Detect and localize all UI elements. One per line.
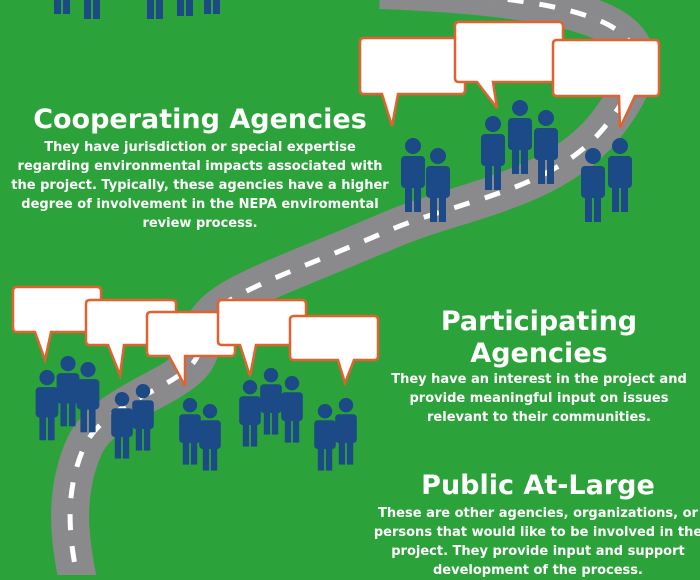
person-icon	[608, 138, 632, 212]
cooperating-agencies-title: Cooperating Agencies	[33, 104, 367, 135]
participating-agencies-title: Participating Agencies	[440, 306, 638, 369]
person-icon	[481, 116, 505, 190]
person-icon	[199, 404, 221, 471]
cooperating-agencies-section: Cooperating Agencies They have jurisdict…	[5, 104, 395, 233]
public-at-large-title: Public At-Large	[421, 470, 655, 501]
speech-bubble-icon	[11, 285, 103, 365]
person-icon	[54, 0, 70, 14]
public-at-large-description: These are other agencies, organizations,…	[373, 506, 700, 578]
person-icon	[335, 398, 357, 465]
speech-bubble-icon	[453, 20, 565, 109]
people-groups	[35, 0, 632, 471]
person-icon	[76, 362, 100, 433]
speech-bubble-icon	[288, 314, 380, 387]
person-icon	[132, 384, 154, 451]
person-icon	[260, 368, 282, 435]
person-icon	[177, 0, 193, 16]
speech-bubble-icon	[551, 38, 661, 129]
person-icon	[426, 148, 450, 222]
person-icon	[281, 376, 303, 443]
person-icon	[534, 110, 558, 184]
person-icon	[84, 0, 100, 19]
cooperating-agencies-description: They have jurisdiction or special expert…	[11, 140, 389, 231]
person-icon	[179, 398, 201, 465]
person-icon	[401, 138, 425, 212]
speech-bubbles	[11, 20, 661, 387]
person-icon	[239, 380, 261, 447]
participating-agencies-section: Participating Agencies They have an inte…	[380, 306, 698, 427]
person-icon	[581, 148, 605, 222]
person-icon	[111, 392, 133, 459]
person-icon	[147, 0, 163, 19]
person-icon	[35, 370, 59, 441]
speech-bubble-icon	[216, 298, 308, 377]
participating-agencies-description: They have an interest in the project and…	[391, 372, 687, 425]
public-at-large-section: Public At-Large These are other agencies…	[360, 470, 700, 580]
person-icon	[508, 100, 532, 174]
person-icon	[204, 0, 220, 14]
person-icon	[314, 404, 336, 471]
person-icon	[56, 356, 80, 427]
